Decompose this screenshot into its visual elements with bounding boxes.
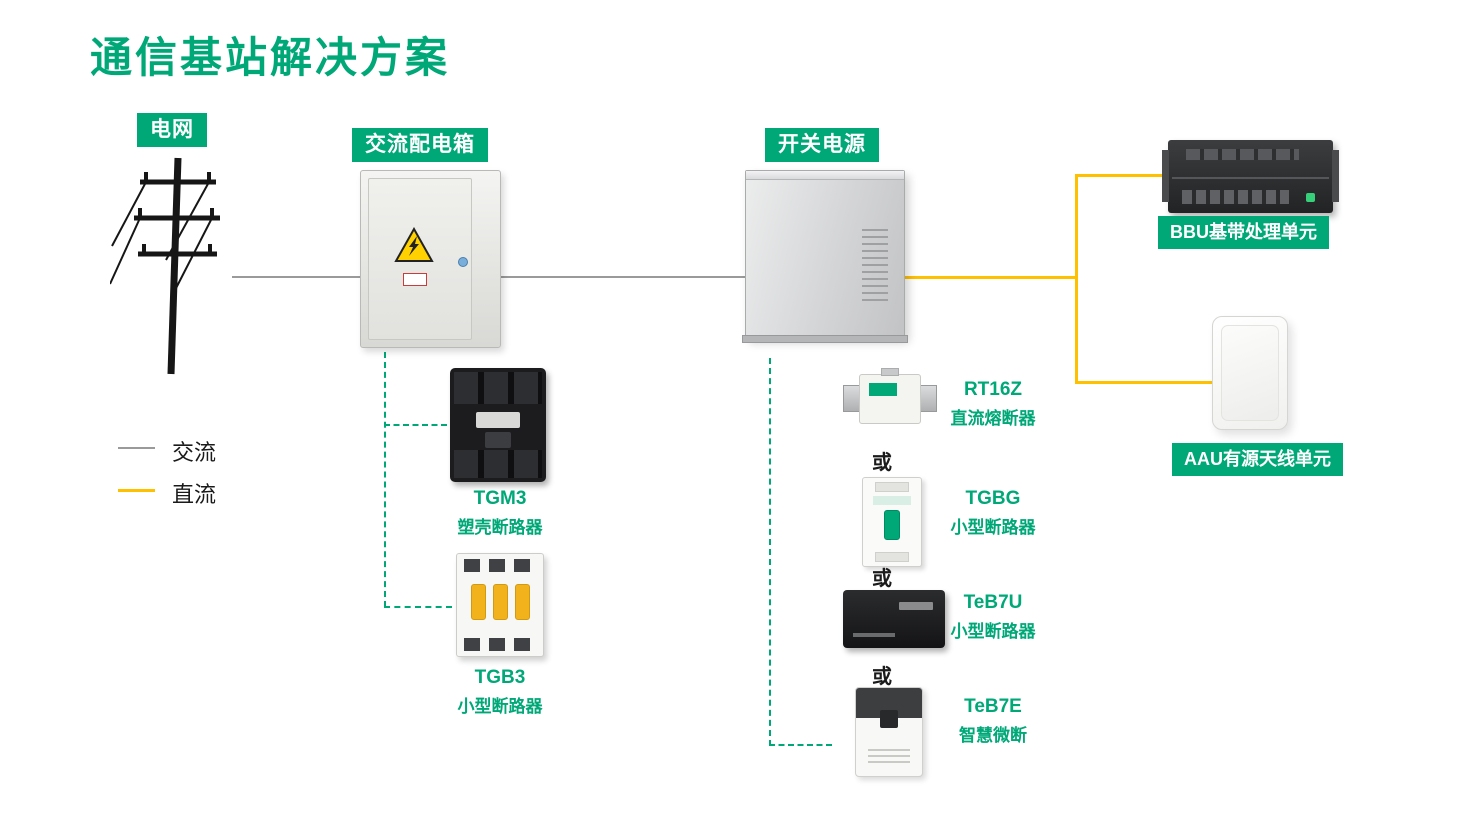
tgb3-toggles	[457, 584, 543, 622]
psu-base	[742, 335, 908, 343]
rt16z-desc: 直流熔断器	[950, 409, 1036, 428]
or-label-1: 或	[872, 452, 892, 474]
legend-ac-label: 交流	[172, 440, 217, 465]
dashed-connector-to-tgb3	[384, 606, 452, 608]
tgbg-breaker-image	[862, 477, 922, 567]
ac-distribution-box-image	[360, 170, 501, 348]
bbu-top-ports	[1186, 149, 1299, 160]
teb7u-desc: 小型断路器	[950, 622, 1036, 641]
bbu-mounting-ear-right	[1332, 150, 1339, 202]
tgm3-nameplate	[476, 412, 520, 428]
tgb3-name: TGB3	[474, 667, 526, 688]
or-label-2: 或	[872, 568, 892, 590]
teb7e-desc: 智慧微断	[959, 726, 1027, 745]
legend-dc-line	[118, 489, 155, 492]
rt16z-fuse-image	[843, 368, 937, 430]
rt16z-body	[859, 374, 921, 424]
page-title: 通信基站解决方案	[90, 34, 451, 81]
teb7e-text-lines	[868, 749, 910, 763]
power-grid-tower-image	[110, 157, 220, 375]
rt16z-tab	[881, 368, 899, 376]
dc-line-to-bbu	[1075, 174, 1169, 177]
acbox-handle	[458, 257, 468, 267]
teb7u-name: TeB7U	[963, 592, 1023, 613]
tgb3-desc: 小型断路器	[457, 697, 543, 716]
power-supply-label-chip: 开关电源	[765, 128, 879, 163]
tgbg-label: TGBG 小型断路器	[928, 488, 1058, 538]
legend-dc-label: 直流	[172, 482, 217, 507]
bbu-ports	[1182, 190, 1289, 204]
or-label-3: 或	[872, 666, 892, 688]
tgb3-breaker-image	[456, 553, 544, 657]
acbox-warning-sign	[403, 273, 427, 286]
dc-line-from-power-supply	[905, 276, 1077, 279]
grid-label-chip: 电网	[137, 113, 207, 148]
aau-unit-image	[1212, 316, 1288, 430]
tgbg-desc: 小型断路器	[950, 518, 1036, 537]
tgm3-breaker-image	[450, 368, 546, 482]
dc-line-vertical-junction	[1075, 174, 1078, 384]
teb7u-strip	[899, 602, 933, 610]
warning-triangle-icon	[394, 227, 434, 262]
rt16z-label: RT16Z 直流熔断器	[928, 379, 1058, 429]
bbu-label-chip: BBU基带处理单元	[1158, 216, 1329, 249]
tgb3-terminals-bottom	[464, 638, 536, 651]
bbu-mounting-ear-left	[1162, 150, 1169, 202]
tgm3-name: TGM3	[473, 488, 527, 509]
bbu-led	[1306, 193, 1315, 202]
tgm3-toggle	[485, 432, 511, 448]
tgm3-label: TGM3 塑壳断路器	[420, 488, 580, 538]
teb7u-label: TeB7U 小型断路器	[928, 592, 1058, 642]
dc-line-to-aau	[1075, 381, 1213, 384]
tgbg-terminal-top	[875, 482, 909, 492]
tgm3-terminals-bottom	[454, 450, 542, 478]
tgbg-toggle	[884, 510, 900, 540]
rt16z-name: RT16Z	[963, 379, 1023, 400]
switching-power-supply-image	[742, 170, 908, 343]
bbu-divider	[1172, 176, 1329, 179]
psu-vents	[862, 229, 888, 303]
psu-top-edge	[746, 171, 904, 180]
aau-label-chip: AAU有源天线单元	[1172, 443, 1343, 476]
teb7e-name: TeB7E	[964, 696, 1022, 717]
ac-box-label-chip: 交流配电箱	[352, 128, 488, 163]
teb7u-text-line	[853, 633, 895, 637]
tgm3-desc: 塑壳断路器	[457, 518, 543, 537]
rt16z-stripe	[869, 383, 897, 396]
dashed-connector-to-tgm3	[384, 424, 447, 426]
legend-ac-line	[118, 447, 155, 449]
teb7u-breaker-image	[843, 590, 945, 648]
teb7e-label: TeB7E 智慧微断	[928, 696, 1058, 746]
tgb3-label: TGB3 小型断路器	[420, 667, 580, 717]
teb7e-toggle	[880, 710, 898, 728]
tgm3-terminals-top	[454, 372, 542, 404]
aau-panel	[1221, 325, 1279, 421]
tgbg-nameplate	[873, 496, 911, 505]
tgbg-terminal-bottom	[875, 552, 909, 562]
dashed-connector-to-teb7e	[769, 744, 832, 746]
tgbg-name: TGBG	[965, 488, 1021, 509]
tgb3-terminals-top	[464, 559, 536, 572]
teb7e-breaker-image	[855, 687, 923, 777]
bbu-unit-image	[1162, 140, 1339, 213]
dashed-connector-acbox-vertical	[384, 352, 386, 607]
dashed-connector-psu-vertical	[769, 358, 771, 746]
